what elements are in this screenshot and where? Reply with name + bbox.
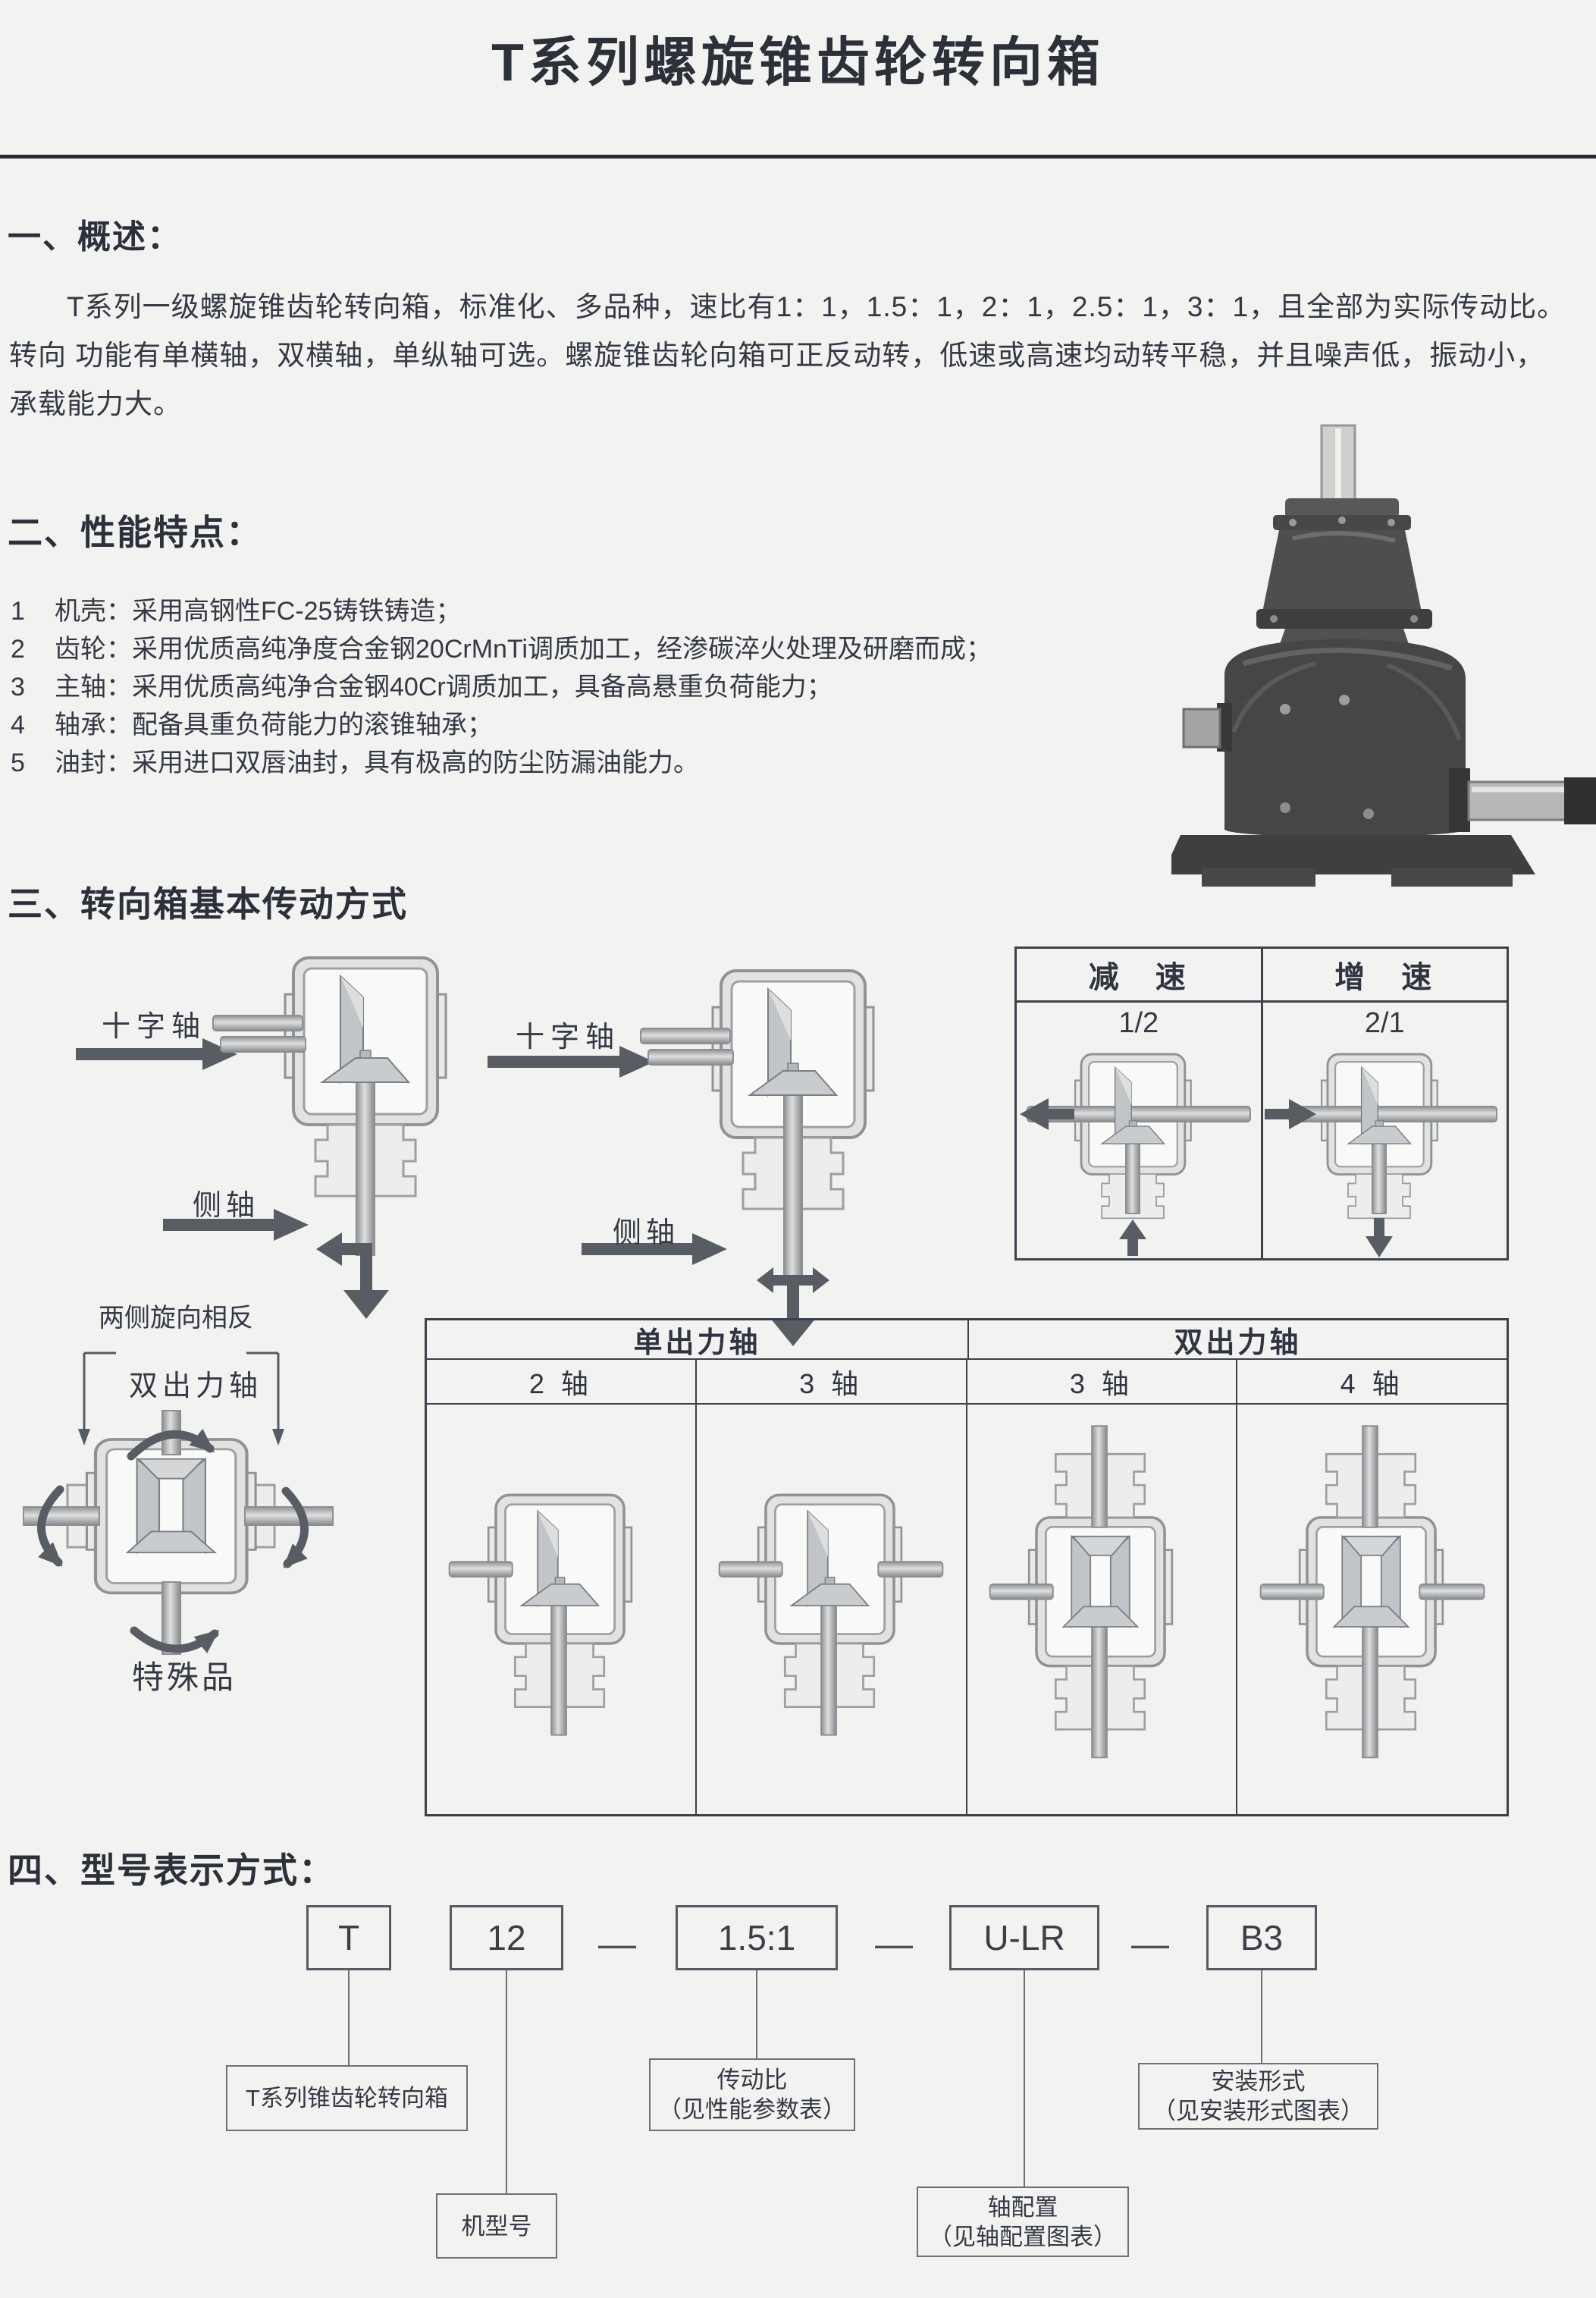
col-3-shaft-double: 3 轴 — [965, 1360, 1237, 1403]
reduce-ratio: 1/2 — [1118, 1007, 1159, 1039]
right-arrow-icon — [76, 1038, 237, 1070]
increase-ratio: 2/1 — [1364, 1007, 1405, 1039]
transmission-diagram-2 — [488, 969, 875, 1346]
transmission-diagram-1 — [76, 956, 447, 1319]
code-separator: — — [875, 1923, 913, 1965]
code-shaft: U-LR — [949, 1905, 1099, 1970]
overview-line-3: 承载能力大。 — [9, 388, 182, 419]
code-ratio: 1.5:1 — [676, 1905, 838, 1970]
features-heading: 二、性能特点： — [8, 513, 262, 552]
rotation-arrow-icons — [37, 1428, 309, 1653]
single-output-header: 单出力轴 — [633, 1326, 761, 1359]
up-arrow-icon — [1119, 1220, 1146, 1256]
double-output-header: 双出力轴 — [967, 1320, 1507, 1359]
label-mounting: 安装形式 （见安装形式图表） — [1138, 2063, 1378, 2130]
col-3-shaft: 3 轴 — [695, 1360, 966, 1403]
special-note-label: 两侧旋向相反 — [99, 1304, 253, 1333]
label-model-no: 机型号 — [436, 2193, 557, 2259]
label-ratio: 传动比 （见性能参数表） — [649, 2058, 855, 2131]
label-series: T系列锥齿轮转向箱 — [226, 2065, 468, 2131]
code-mount: B3 — [1206, 1905, 1317, 1970]
overview-heading: 一、概述： — [8, 218, 182, 256]
right-arrow-icon — [1264, 1099, 1316, 1129]
gearbox-product-photo — [1171, 424, 1596, 887]
connector-line — [1261, 1970, 1262, 2064]
connector-line — [506, 1970, 507, 2193]
increase-header: 增 速 — [1260, 949, 1507, 1000]
model-heading: 四、型号表示方式： — [8, 1851, 335, 1890]
code-separator: — — [598, 1923, 636, 1965]
code-separator: — — [1131, 1923, 1169, 1965]
reduce-gearbox-icon — [1020, 1053, 1251, 1256]
right-arrow-icon — [582, 1233, 727, 1265]
reduce-header: 减 速 — [1088, 961, 1189, 994]
shaft-config-table: 单出力轴 双出力轴 2 轴 3 轴 3 轴 4 轴 — [425, 1318, 1509, 1816]
col-2-shaft: 2 轴 — [528, 1367, 593, 1399]
cell-3-shaft-double — [965, 1405, 1237, 1816]
right-arrow-icon — [488, 1046, 654, 1078]
page-title: T系列螺旋锥齿轮转向箱 — [491, 33, 1105, 92]
overview-line-2: 转向 功能有单横轴，双横轴，单纵轴可选。螺旋锥齿轮向箱可正反动转，低速或高速均动… — [9, 340, 1545, 371]
cell-4-shaft — [1236, 1405, 1507, 1816]
left-arrow-icon — [1020, 1098, 1074, 1130]
col-4-shaft: 4 轴 — [1236, 1360, 1507, 1403]
label-shaft-config: 轴配置 （见轴配置图表） — [917, 2187, 1129, 2257]
cell-3-shaft — [695, 1405, 966, 1816]
double-output-bracket-arrows — [78, 1351, 284, 1446]
increase-cell: 2/1 — [1260, 1003, 1507, 1260]
speed-change-table: 减 速 增 速 1/2 2/1 — [1014, 947, 1509, 1260]
gearbox-2-shaft-icon — [448, 1493, 633, 1736]
transmission-heading: 三、转向箱基本传动方式 — [8, 884, 408, 924]
side-shaft-label-1: 侧轴 — [193, 1190, 260, 1222]
code-series: T — [306, 1905, 391, 1970]
code-size: 12 — [450, 1905, 563, 1970]
double-output-label: 双出力轴 — [129, 1370, 263, 1402]
gearbox-3-shaft-icon — [718, 1493, 944, 1736]
overview-line-1: T系列一级螺旋锥齿轮转向箱，标准化、多品种，速比有1：1，1.5：1，2：1，2… — [67, 291, 1566, 322]
connector-line — [1024, 1970, 1025, 2187]
increase-gearbox-icon — [1264, 1053, 1497, 1257]
special-product-label: 特殊品 — [132, 1659, 237, 1695]
header-divider — [0, 155, 1596, 159]
special-product-diagram — [23, 1410, 334, 1655]
connector-line — [756, 1970, 757, 2059]
cross-shaft-label-2: 十字轴 — [516, 1022, 621, 1053]
gearbox-3-shaft-double-icon — [989, 1425, 1174, 1759]
gearbox-4-shaft-icon — [1259, 1425, 1485, 1759]
cell-2-shaft — [427, 1405, 695, 1816]
double-output-arrow-icon — [757, 1267, 829, 1346]
reduce-cell: 1/2 — [1017, 1003, 1261, 1260]
down-arrow-icon — [1365, 1218, 1393, 1257]
connector-line — [348, 1970, 350, 2065]
right-arrow-icon — [163, 1209, 309, 1241]
bent-output-arrow-icon — [316, 1232, 389, 1319]
cross-shaft-label-1: 十字轴 — [102, 1011, 207, 1043]
side-shaft-label-2: 侧轴 — [613, 1217, 680, 1249]
